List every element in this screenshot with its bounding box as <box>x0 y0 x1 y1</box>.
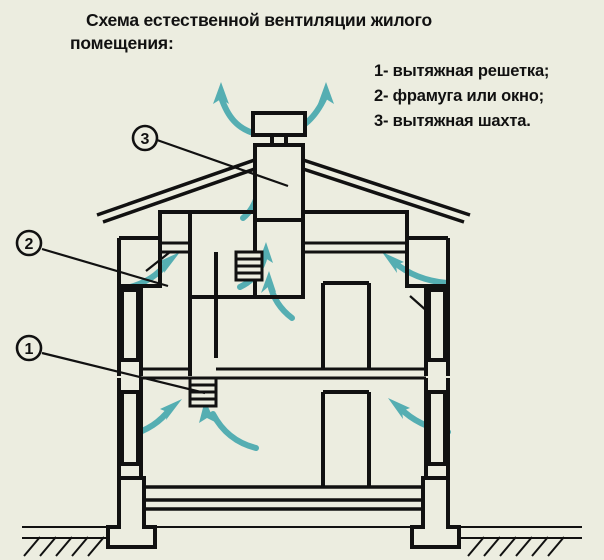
shaft-rain-cap <box>251 111 307 137</box>
window-opening-left-upper <box>120 288 140 362</box>
footing-right-profile <box>410 476 461 549</box>
hatch-r-2 <box>483 536 501 557</box>
kneewall-right-profile <box>303 210 450 288</box>
window-right-upper-sash <box>427 288 447 362</box>
window-opening-right-lower <box>427 390 447 466</box>
arrowhead-right-top <box>318 82 334 104</box>
mid-floor-slab <box>141 367 426 380</box>
legend-item-2: 2- фрамуга или окно; <box>374 87 544 105</box>
roof-left-lower <box>102 162 270 224</box>
door-upper-frame <box>321 281 371 369</box>
callout-markers: 3 2 1 <box>15 124 159 362</box>
arrowhead-upper-left <box>158 252 180 273</box>
interior-door-upper <box>321 281 371 369</box>
arrowhead-lower-centre <box>199 400 215 423</box>
foundation-right <box>410 476 461 549</box>
footing-left-profile <box>106 476 157 549</box>
leader-tick-window-left-upper <box>145 251 171 272</box>
intake-arrow-upper-right <box>391 259 450 286</box>
hatch-r-3 <box>499 536 517 557</box>
callout-marker-1: 1 <box>15 334 43 362</box>
hatch-l-2 <box>39 536 57 557</box>
hatch-r-1 <box>467 536 485 557</box>
exhaust-grille-upper <box>234 250 264 282</box>
attic-kneewall-right <box>303 210 450 288</box>
wall-left-upper <box>117 284 143 376</box>
window-right-lower-sash <box>427 390 447 466</box>
arrowhead-upper-right <box>382 252 404 273</box>
roof-right-lower <box>287 162 465 224</box>
roof-left-upper <box>96 153 270 217</box>
window-left-lower-sash <box>120 390 140 466</box>
roof <box>96 153 471 224</box>
callout-circle-2 <box>15 229 43 257</box>
leader-line-1 <box>41 351 206 395</box>
window-opening-left-lower <box>120 390 140 466</box>
door-lower-frame <box>321 390 371 487</box>
hatch-l-3 <box>55 536 73 557</box>
callout-circle-1 <box>15 334 43 362</box>
kneewall-left-profile <box>117 210 190 288</box>
shaft-stack <box>253 143 305 222</box>
arrowhead-lower-right <box>388 398 410 419</box>
ground-hatching-right <box>459 536 582 557</box>
wall-left-lower <box>117 378 143 487</box>
leader-tick-window-right-upper <box>409 295 429 313</box>
legend-item-3: 3- вытяжная шахта. <box>374 112 531 130</box>
wall-right-upper <box>424 284 450 376</box>
arrowhead-lower-left <box>160 399 182 420</box>
wall-right-lower <box>424 378 450 487</box>
diagram-title-line-1: Схема естественной вентиляции жилого <box>86 10 432 30</box>
window-left-upper-sash <box>120 288 140 362</box>
hatch-r-4 <box>515 536 533 557</box>
exhaust-arrow-left-top <box>218 94 256 136</box>
interior-door-lower <box>321 390 371 487</box>
window-opening-right-upper <box>427 288 447 362</box>
leader-line-2 <box>41 247 169 288</box>
callout-marker-3: 3 <box>131 124 159 152</box>
hatch-r-6 <box>547 536 565 557</box>
foundation-left <box>106 476 157 549</box>
ground-hatching-left <box>22 536 108 557</box>
arrowhead-left-top <box>213 82 229 104</box>
leader-line-3 <box>156 138 289 188</box>
callout-marker-2: 2 <box>15 229 43 257</box>
hatch-r-5 <box>531 536 549 557</box>
shaft-duct-upper <box>188 252 218 376</box>
hatch-l-5 <box>87 536 105 557</box>
leader-lines <box>41 138 429 395</box>
callout-label-1: 1 <box>25 341 34 358</box>
callout-label-3: 3 <box>141 131 150 148</box>
diagram-title-line-2: помещения: <box>70 33 174 53</box>
attic-kneewall-left <box>117 210 190 288</box>
arrowhead-upper-centre <box>261 271 276 293</box>
upper-ceiling-slab <box>160 241 407 254</box>
hatch-l-1 <box>23 536 41 557</box>
callout-label-2: 2 <box>25 236 34 253</box>
ground-floor-slab <box>130 485 437 511</box>
exhaust-shaft-top <box>251 111 307 222</box>
roof-right-upper <box>287 153 471 217</box>
legend-item-1: 1- вытяжная решетка; <box>374 62 550 80</box>
hatch-l-4 <box>71 536 89 557</box>
intake-arrow-lower-centre <box>210 411 259 451</box>
shaft-body-ledge <box>188 210 255 237</box>
callout-circle-3 <box>131 124 159 152</box>
